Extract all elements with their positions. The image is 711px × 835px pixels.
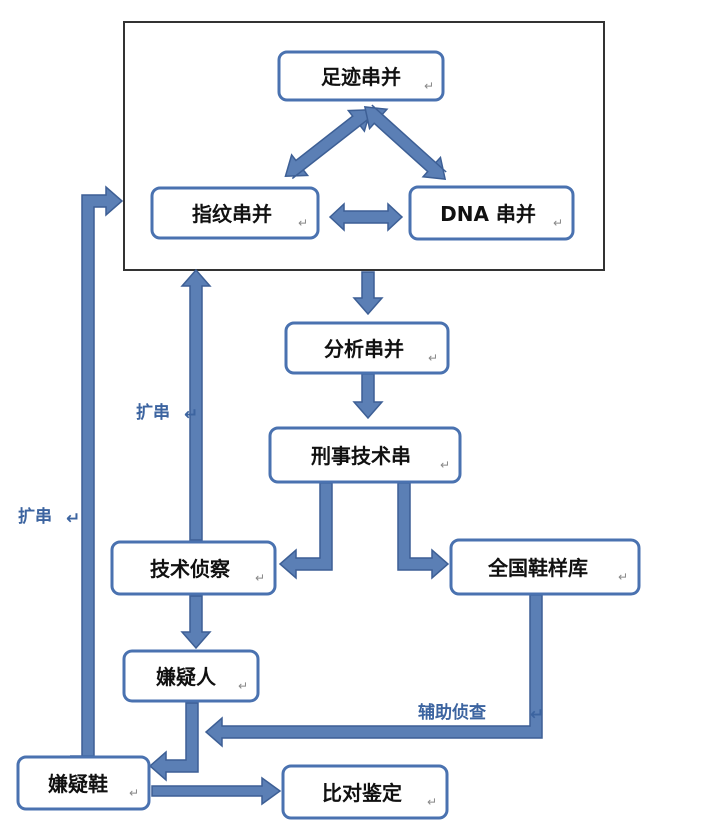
node-suspect-shoe-label: 嫌疑鞋	[48, 772, 108, 796]
node-suspect: 嫌疑人 ↵	[122, 649, 260, 703]
node-shoe-db-label: 全国鞋样库	[487, 556, 588, 580]
edge-label-expand-outer-text: 扩串	[18, 506, 52, 527]
node-footprint-label: 足迹串并	[321, 65, 401, 89]
arrow-suspect-suspectshoe	[148, 702, 199, 782]
arrow-techinvest-frame	[180, 268, 212, 541]
paragraph-mark: ↵	[298, 216, 308, 230]
arrow-forensic-techinvest	[278, 482, 333, 580]
node-analysis-label: 分析串并	[324, 337, 404, 361]
edge-label-expand-inner: 扩串 ↵	[136, 402, 198, 425]
paragraph-mark: ↵	[129, 786, 139, 800]
node-fingerprint-label: 指纹串并	[192, 202, 272, 226]
paragraph-mark: ↵	[440, 458, 450, 472]
edge-label-expand-outer: 扩串 ↵	[18, 506, 80, 529]
paragraph-mark: ↵	[184, 405, 198, 425]
arrow-shoedb-assist	[204, 594, 543, 748]
node-comparison: 比对鉴定 ↵	[281, 764, 449, 820]
node-forensic-label: 刑事技术串	[311, 444, 411, 468]
node-analysis: 分析串并 ↵	[284, 321, 450, 375]
node-suspect-shoe: 嫌疑鞋 ↵	[16, 755, 151, 811]
arrow-suspectshoe-frame	[70, 185, 124, 757]
paragraph-mark: ↵	[553, 216, 563, 230]
paragraph-mark: ↵	[618, 570, 628, 584]
arrow-footprint-dna	[363, 104, 447, 180]
node-fingerprint: 指纹串并 ↵	[150, 186, 320, 240]
node-tech-invest-label: 技术侦察	[150, 557, 231, 581]
node-footprint: 足迹串并 ↵	[277, 50, 445, 102]
arrow-techinvest-suspect	[180, 595, 212, 650]
paragraph-mark: ↵	[530, 705, 544, 725]
edge-label-assist-text: 辅助侦查	[418, 702, 487, 723]
arrow-analysis-forensic	[352, 373, 384, 420]
paragraph-mark: ↵	[427, 795, 437, 809]
edge-label-assist: 辅助侦查 ↵	[418, 702, 544, 725]
node-shoe-db: 全国鞋样库 ↵	[449, 538, 641, 596]
arrow-forensic-shoedb	[397, 482, 450, 580]
arrow-frame-analysis	[352, 271, 384, 316]
paragraph-mark: ↵	[255, 571, 265, 585]
node-suspect-label: 嫌疑人	[156, 665, 217, 689]
edge-label-expand-inner-text: 扩串	[136, 402, 170, 423]
paragraph-mark: ↵	[66, 509, 80, 529]
node-dna: DNA 串并 ↵	[408, 185, 575, 241]
arrow-suspectshoe-comparison	[151, 776, 282, 806]
node-dna-label: DNA 串并	[440, 202, 536, 226]
paragraph-mark: ↵	[424, 79, 434, 93]
paragraph-mark: ↵	[238, 679, 248, 693]
paragraph-mark: ↵	[428, 351, 438, 365]
node-comparison-label: 比对鉴定	[322, 781, 402, 805]
node-tech-invest: 技术侦察 ↵	[110, 540, 277, 596]
arrow-fingerprint-dna	[328, 202, 404, 232]
arrow-footprint-fingerprint	[284, 108, 372, 180]
node-forensic: 刑事技术串 ↵	[268, 426, 462, 484]
arrows	[70, 104, 543, 806]
